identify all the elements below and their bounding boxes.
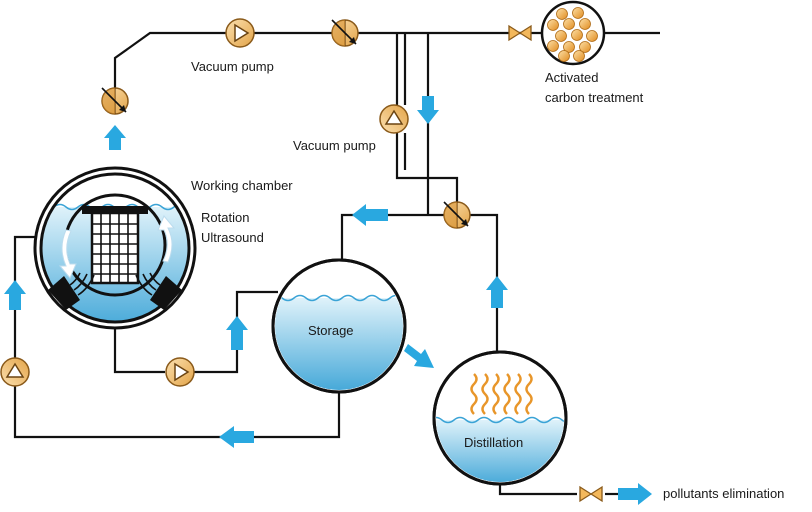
pipe-distillation-drain bbox=[498, 482, 577, 496]
valve-icon bbox=[508, 25, 532, 41]
flow-arrow-icon bbox=[219, 426, 254, 448]
flow-arrow-icon bbox=[352, 204, 388, 226]
pollutants-elimination-label: pollutants elimination bbox=[663, 486, 784, 501]
activated-carbon-label-line1: Activated bbox=[545, 70, 598, 85]
pump-icon bbox=[165, 357, 195, 387]
rotation-arrow-right-icon bbox=[157, 215, 176, 263]
valve-icon bbox=[331, 19, 359, 47]
ultrasound-transducer-right-icon bbox=[135, 272, 182, 310]
valve-icon bbox=[579, 486, 603, 502]
flow-arrow-icon bbox=[4, 280, 26, 310]
vacuum-pump-top-label: Vacuum pump bbox=[191, 59, 274, 74]
valve-icon bbox=[101, 87, 129, 115]
valve-icon bbox=[443, 201, 471, 229]
flow-arrow-icon bbox=[486, 276, 508, 308]
pipe-storage-top bbox=[340, 213, 444, 262]
pump-icon bbox=[379, 104, 409, 134]
activated-carbon-label-line2: carbon treatment bbox=[545, 90, 644, 105]
distillation-label: Distillation bbox=[464, 435, 523, 450]
working-chamber bbox=[33, 166, 197, 330]
flow-arrow-icon bbox=[226, 316, 248, 350]
flow-arrow-icon bbox=[618, 483, 652, 505]
vapor-icon bbox=[470, 373, 533, 415]
ultrasound-label: Ultrasound bbox=[201, 230, 264, 245]
distillation-vessel bbox=[432, 350, 568, 486]
pump-icon bbox=[225, 18, 255, 48]
rotation-arrow-left-icon bbox=[58, 229, 77, 279]
storage-tank bbox=[271, 258, 407, 394]
rotation-label: Rotation bbox=[201, 210, 249, 225]
activated-carbon-filter-icon bbox=[540, 0, 606, 66]
pump-icon bbox=[0, 357, 30, 387]
flow-arrow-icon bbox=[417, 96, 439, 124]
basket-icon bbox=[82, 206, 148, 285]
working-chamber-label: Working chamber bbox=[191, 178, 293, 193]
storage-label: Storage bbox=[308, 323, 354, 338]
flow-arrow-icon bbox=[104, 125, 126, 150]
vacuum-pump-mid-label: Vacuum pump bbox=[293, 138, 376, 153]
flow-arrow-icon bbox=[404, 344, 434, 368]
pipe-return-loop bbox=[13, 235, 341, 439]
ultrasound-transducer-left-icon bbox=[48, 272, 95, 310]
pipe-chamber-to-storage bbox=[113, 322, 165, 374]
